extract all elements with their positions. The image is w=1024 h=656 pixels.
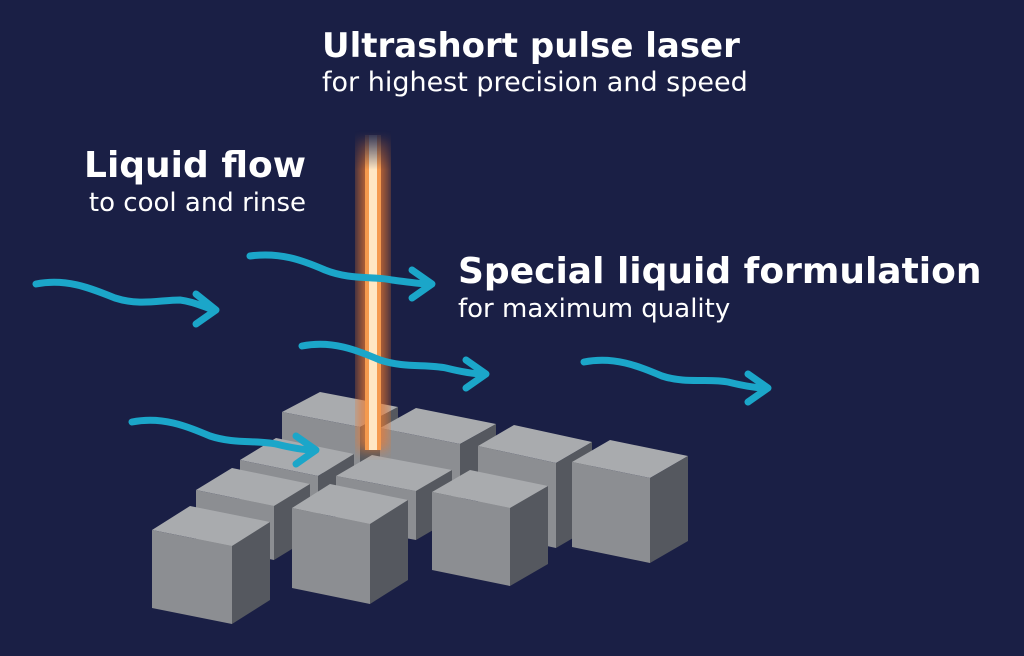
flow-arrow-icon — [580, 356, 772, 406]
flow-arrows — [32, 251, 772, 468]
flow-arrow-icon — [32, 278, 220, 328]
cube-grid — [152, 392, 688, 624]
cube — [572, 440, 688, 563]
flow-arrow-icon — [128, 416, 320, 468]
flow-title: Liquid flow — [84, 145, 306, 186]
laser-title: Ultrashort pulse laser — [322, 26, 740, 66]
flow-subtitle: to cool and rinse — [88, 188, 306, 218]
formulation-label: Special liquid formulation for maximum q… — [458, 252, 982, 326]
laser-label: Ultrashort pulse laser for highest preci… — [322, 26, 748, 100]
flow-arrow-icon — [298, 340, 490, 392]
flow-arrow-icon — [246, 251, 436, 302]
formulation-title: Special liquid formulation — [458, 251, 982, 292]
cube — [432, 470, 548, 586]
laser-subtitle: for highest precision and speed — [322, 67, 748, 98]
laser-beam — [358, 135, 388, 450]
cube — [152, 506, 270, 624]
cube — [292, 484, 408, 604]
formulation-subtitle: for maximum quality — [458, 294, 731, 324]
flow-label: Liquid flow to cool and rinse — [84, 146, 306, 220]
